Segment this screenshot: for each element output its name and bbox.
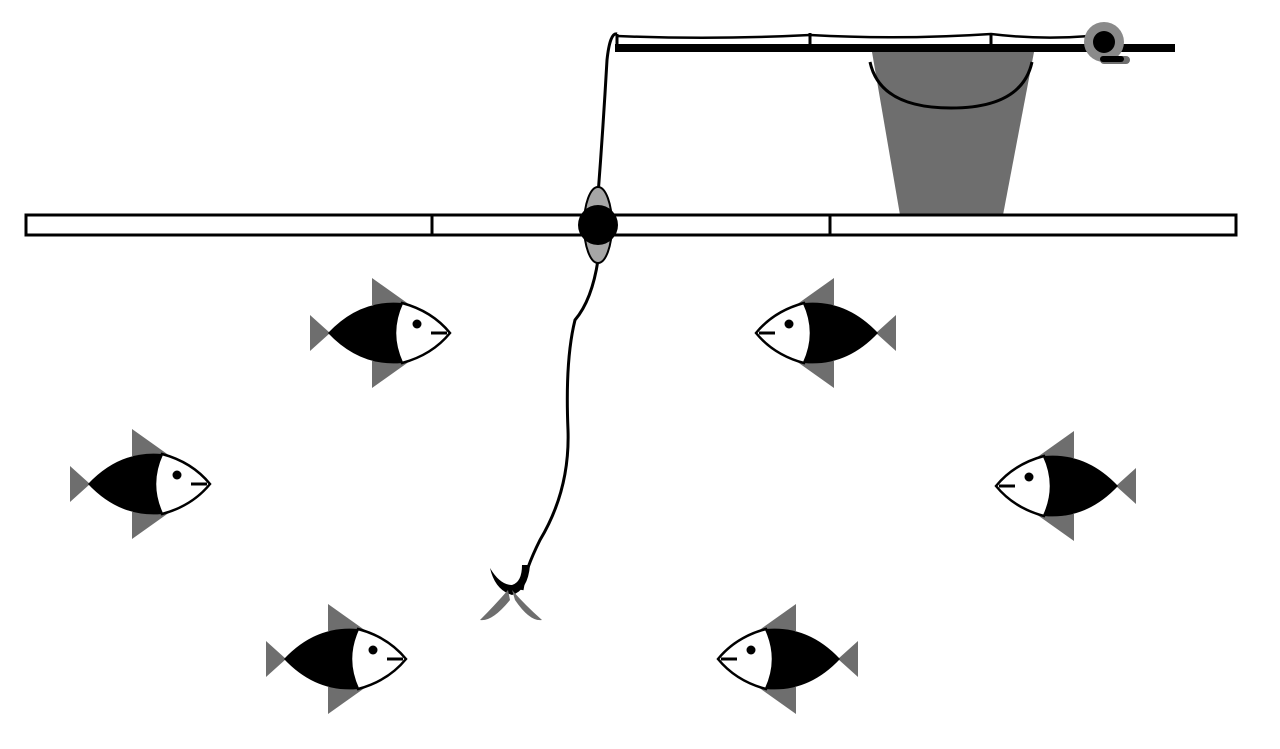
reel-icon[interactable] [1084,22,1130,64]
ice-shelf-icon [24,213,1238,237]
fish-icon[interactable] [310,278,452,388]
bobber-icon[interactable] [578,186,618,264]
hook-with-bait-icon[interactable] [480,565,542,621]
fish-school [70,278,1136,714]
fish-icon[interactable] [994,431,1136,541]
fishing-line [520,32,618,591]
fishing-rod-icon[interactable] [615,22,1175,64]
fish-icon[interactable] [266,604,408,714]
fish-icon[interactable] [754,278,896,388]
bucket-icon[interactable] [868,52,1034,215]
fish-icon[interactable] [716,604,858,714]
fish-icon[interactable] [70,429,212,539]
